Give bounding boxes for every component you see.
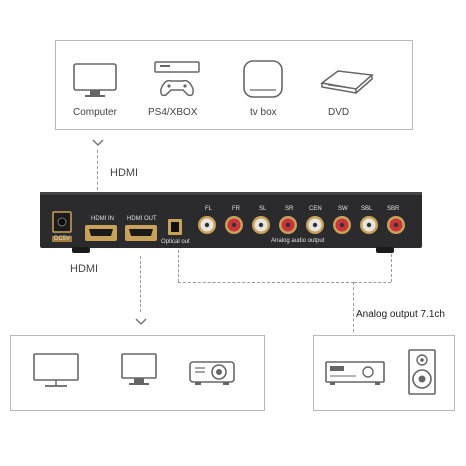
channel-label-sbl: SBL [361, 206, 373, 212]
source-label-computer: Computer [73, 107, 117, 118]
tv-icon [31, 350, 81, 390]
source-label-tvbox: tv box [250, 107, 277, 118]
channel-label-sr: SR [285, 206, 294, 212]
hdmi-out-line [140, 256, 141, 312]
hdmi-in-link-label: HDMI [110, 167, 139, 179]
rca-jack-row [196, 214, 408, 236]
hdmi-in-port [84, 224, 118, 242]
monitor-icon [119, 350, 159, 390]
channel-label-sl: SL [259, 206, 267, 212]
analog-output-label: Analog audio output [271, 238, 325, 244]
analog-link-label: Analog output 7.1ch [356, 309, 445, 320]
tv-box-icon [239, 57, 287, 101]
monitor-icon [71, 61, 119, 101]
dc-label: DC5V [52, 236, 73, 242]
chevron-down-icon [92, 139, 104, 147]
hdmi-out-port [124, 224, 158, 242]
hdmi-in-line [97, 150, 98, 190]
source-label-dvd: DVD [328, 107, 350, 118]
hdmi-in-port-label: HDMI IN [91, 216, 114, 222]
channel-label-sw: SW [338, 206, 348, 212]
dc-power-jack [52, 211, 72, 233]
display-devices-panel [10, 335, 265, 411]
channel-label-fr: FR [232, 206, 240, 212]
analog-line-to-audio [353, 282, 354, 332]
chevron-down-icon [135, 318, 147, 326]
optical-port-label: Optical out [161, 239, 190, 245]
analog-line-right-horizontal [354, 282, 391, 283]
hdmi-out-port-label: HDMI OUT [127, 216, 157, 222]
optical-port [167, 218, 183, 236]
channel-label-sbr: SBR [387, 206, 400, 212]
hdmi-out-link-label: HDMI [70, 263, 99, 275]
channel-label-cen: CEN [309, 206, 322, 212]
dvd-player-icon [318, 65, 376, 99]
source-label-console: PS4/XBOX [148, 107, 198, 118]
analog-line-right [391, 254, 392, 282]
av-receiver-icon [324, 356, 386, 390]
analog-line-horizontal [178, 282, 354, 283]
channel-label-fl: FL [205, 206, 213, 212]
analog-line-down [178, 250, 179, 282]
projector-icon [187, 354, 237, 388]
source-devices-panel: Computer PS4/XBOX tv box DVD [55, 40, 413, 130]
speaker-icon [406, 348, 438, 396]
game-console-icon [151, 59, 203, 101]
audio-devices-panel [313, 335, 455, 411]
